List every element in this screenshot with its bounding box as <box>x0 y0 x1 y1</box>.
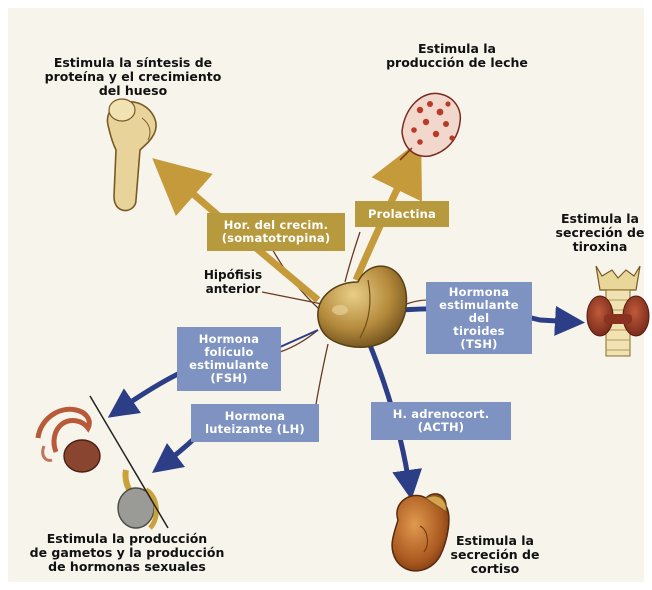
caption-bone: Estimula la síntesis de proteína y el cr… <box>28 56 238 98</box>
hormone-box-growth: Hor. del crecim. (somatotropina) <box>207 213 345 251</box>
thyroid-illustration <box>587 266 649 356</box>
mammary-gland-illustration <box>400 93 460 160</box>
hormone-box-prolactin: Prolactina <box>355 201 449 227</box>
hormone-box-acth: H. adrenocort. (ACTH) <box>371 402 511 440</box>
pituitary-gland-illustration <box>318 266 407 347</box>
hormone-box-fsh: Hormona folículo estimulante (FSH) <box>177 327 281 391</box>
connector-lh <box>315 344 328 410</box>
caption-gonads: Estimula la producción de gametos y la p… <box>14 532 240 574</box>
hormone-box-lh: Hormona luteizante (LH) <box>191 404 319 442</box>
caption-thyroid: Estimula la secreción de tiroxina <box>552 212 648 254</box>
caption-breast: Estimula la producción de leche <box>382 42 532 70</box>
hormone-box-tsh: Hormona estimulante del tiroides (TSH) <box>426 282 532 354</box>
fsh-stem <box>280 330 318 347</box>
pituitary-label: Hipófisis anterior <box>192 268 274 296</box>
femur-illustration <box>107 99 156 211</box>
caption-adrenal: Estimula la secreción de cortiso <box>440 534 550 576</box>
ovary-illustration <box>38 409 100 472</box>
arrow-fsh <box>116 372 182 412</box>
